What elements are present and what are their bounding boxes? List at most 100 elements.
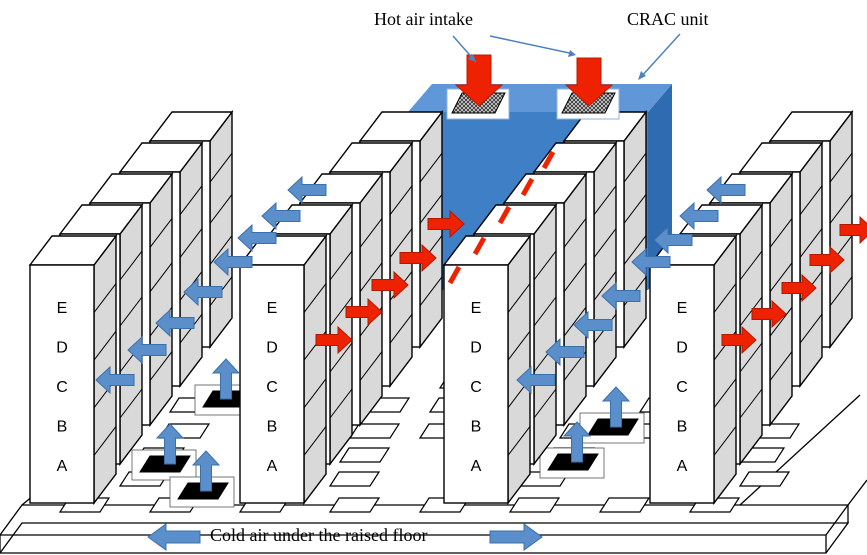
rack-shelf-line — [799, 228, 823, 258]
rack-shelf-line — [799, 313, 823, 344]
rack-shelf-line — [149, 351, 173, 381]
hot-air-flow-dash — [447, 265, 462, 285]
rack-shelf-line — [623, 235, 647, 265]
rack-slot-label: A — [471, 458, 482, 475]
cold-air-up-arrow — [211, 358, 241, 400]
crac-unit-label: CRAC unit — [627, 9, 709, 29]
rack-shelf-line — [419, 194, 443, 224]
rack-slot-label: E — [57, 300, 68, 317]
rack-shelf-line — [533, 388, 557, 419]
cold-air-arrow — [706, 175, 746, 205]
hot-air-down-arrow — [454, 54, 504, 107]
rack-slot-label: D — [470, 340, 482, 357]
rack-side — [359, 171, 383, 428]
rack-shelf-line — [563, 262, 587, 293]
rack-shelf-line — [533, 250, 557, 281]
rack-shelf-line — [769, 351, 793, 381]
cold-air-up-arrow — [562, 421, 592, 463]
hot-air-flow-dash — [497, 205, 512, 225]
rack-side — [713, 233, 737, 506]
floor-tile — [348, 423, 401, 439]
rack-shelf-line — [209, 235, 233, 265]
rack-shelf-line — [713, 378, 737, 409]
rack-shelf-line — [769, 306, 793, 337]
rack-shelf-line — [713, 283, 737, 313]
pointer-line — [639, 33, 681, 79]
rack-shelf-line — [93, 426, 117, 456]
rack-shelf-line — [563, 218, 587, 248]
cold-air-arrow — [516, 365, 556, 395]
cold-air-arrow — [261, 201, 301, 231]
rack-slot-label: A — [267, 458, 278, 475]
rack-shelf-line — [419, 152, 443, 183]
rack-shelf-line — [739, 250, 763, 281]
rack-shelf-line — [799, 185, 823, 216]
rack-front — [29, 264, 95, 504]
rack-shelf-line — [179, 185, 203, 216]
rack-shelf-line — [209, 194, 233, 224]
rack-shelf-line — [119, 250, 143, 281]
rack-side — [507, 233, 531, 506]
rack-shelf-line — [209, 152, 233, 183]
cold-air-arrow — [545, 337, 585, 367]
rack-shelf-line — [389, 185, 413, 216]
rack-shelf-line — [713, 426, 737, 456]
rack-slot-label: A — [677, 458, 688, 475]
rack-shelf-line — [419, 276, 443, 307]
rack-shelf-line — [829, 194, 853, 224]
hot-air-flow-dash — [541, 150, 556, 170]
rack-shelf-line — [389, 228, 413, 258]
floor-tile — [598, 497, 651, 513]
rack-shelf-line — [769, 262, 793, 293]
rack-side — [209, 109, 233, 350]
rack-shelf-line — [303, 426, 327, 456]
floor-tile — [738, 471, 791, 487]
cold-air-arrow — [573, 310, 613, 340]
rack-shelf-line — [179, 228, 203, 258]
rack-front — [239, 264, 305, 504]
cold-air-arrow — [679, 201, 719, 231]
floor-tile — [338, 447, 391, 463]
cold-air-up-arrow — [601, 386, 631, 428]
rack-shelf-line — [119, 296, 143, 327]
rack-shelf-line — [593, 228, 617, 258]
hot-air-arrow — [371, 270, 409, 300]
rack-shelf-line — [93, 330, 117, 361]
cold-air-arrow — [213, 247, 253, 277]
cold-air-label: Cold air under the raised floor — [210, 525, 427, 545]
rack-shelf-line — [389, 313, 413, 344]
floor-tile — [508, 497, 561, 513]
hot-air-arrow — [781, 273, 817, 303]
rack-side — [623, 109, 647, 350]
rack-shelf-line — [829, 276, 853, 307]
rack-shelf-line — [739, 388, 763, 419]
rack-slot-label: B — [471, 419, 482, 436]
rack-side — [303, 233, 327, 506]
cold-air-arrow — [653, 225, 693, 255]
rack-slot-label: D — [266, 340, 278, 357]
rack-shelf-line — [149, 262, 173, 293]
rack-shelf-line — [623, 194, 647, 224]
rack-shelf-line — [623, 152, 647, 183]
pointer-lines — [452, 33, 681, 80]
rack-slot-label: B — [267, 419, 278, 436]
cold-air-up-arrow — [155, 423, 185, 465]
cold-air-arrow — [237, 223, 277, 253]
rack-shelf-line — [769, 218, 793, 248]
rack-slot-label: B — [57, 419, 68, 436]
hot-air-arrow — [399, 243, 437, 273]
rack-shelf-line — [739, 342, 763, 373]
floor-tile — [328, 471, 381, 487]
cold-air-up-arrow — [191, 450, 221, 492]
airflow-arrows — [95, 150, 867, 551]
rack-shelf-line — [563, 306, 587, 337]
rack-slot-label: C — [56, 379, 68, 396]
rack-shelf-line — [329, 296, 353, 327]
rack-slot-label: D — [56, 340, 68, 357]
hot-air-intake-label: Hot air intake — [374, 9, 473, 29]
